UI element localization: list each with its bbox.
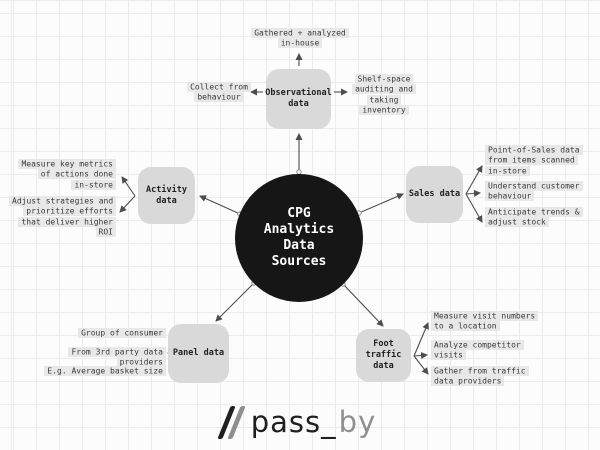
central-topic: CPG Analytics Data Sources <box>235 174 363 302</box>
item-point-of-sales-data: Point-of-Sales data from items scanned i… <box>485 144 597 177</box>
connector-foot-gather <box>413 355 429 375</box>
node-panel-label: Panel data <box>172 348 225 358</box>
node-activity-data: Activity data <box>138 167 195 224</box>
item-gathered-in-house: Gathered + analyzed in-house <box>230 27 370 49</box>
connector-sales-anticipate <box>465 193 483 223</box>
node-sales-data: Sales data <box>406 166 463 223</box>
node-observational-data: Observational data <box>265 69 332 129</box>
node-sales-label: Sales data <box>408 189 461 199</box>
central-topic-label: CPG Analytics Data Sources <box>263 206 335 269</box>
connector-activity-metrics <box>121 176 136 197</box>
item-measure-key-metrics: Measure key metrics of actions done in-s… <box>9 158 116 191</box>
item-shelf-space-auditing: Shelf-space auditing and taking inventor… <box>344 73 424 116</box>
connector-foot-analyze <box>413 351 428 359</box>
node-foot-traffic-data: Foot traffic data <box>356 329 411 382</box>
connector-center-activity <box>199 195 241 215</box>
item-adjust-strategies: Adjust strategies and prioritize efforts… <box>9 195 117 238</box>
logo-text-dark: pass_ <box>250 405 337 439</box>
item-understand-customer: Understand customer behaviour <box>485 180 597 202</box>
connector-sales-understand <box>465 189 481 197</box>
item-average-basket-size: E.g. Average basket size <box>25 365 166 377</box>
item-collect-from-behaviour: Collect from behaviour <box>178 81 260 103</box>
item-analyze-competitor-visits: Analyze competitor visits <box>431 339 549 361</box>
passby-logo: pass_ by <box>0 401 600 443</box>
item-gather-traffic-providers: Gather from traffic data providers <box>431 365 549 387</box>
item-third-party-providers: From 3rd party data providers <box>25 346 166 368</box>
logo-text-light: by <box>338 405 377 439</box>
item-measure-visit-numbers: Measure visit numbers to a location <box>431 310 549 332</box>
connector-center-panel <box>215 282 255 322</box>
node-foot-traffic-label: Foot traffic data <box>365 339 402 371</box>
connector-center-foot-traffic <box>342 283 384 327</box>
node-panel-data: Panel data <box>168 324 229 383</box>
connector-activity-adjust <box>119 195 136 213</box>
node-activity-label: Activity data <box>146 184 187 206</box>
connector-foot-visits <box>413 322 429 357</box>
connector-sales-pos <box>465 165 483 195</box>
connector-center-sales <box>358 193 404 214</box>
item-group-of-consumer: Group of consumer <box>25 327 166 339</box>
item-anticipate-trends: Anticipate trends & adjust stock <box>485 206 597 228</box>
node-observational-label: Observational data <box>265 88 332 109</box>
